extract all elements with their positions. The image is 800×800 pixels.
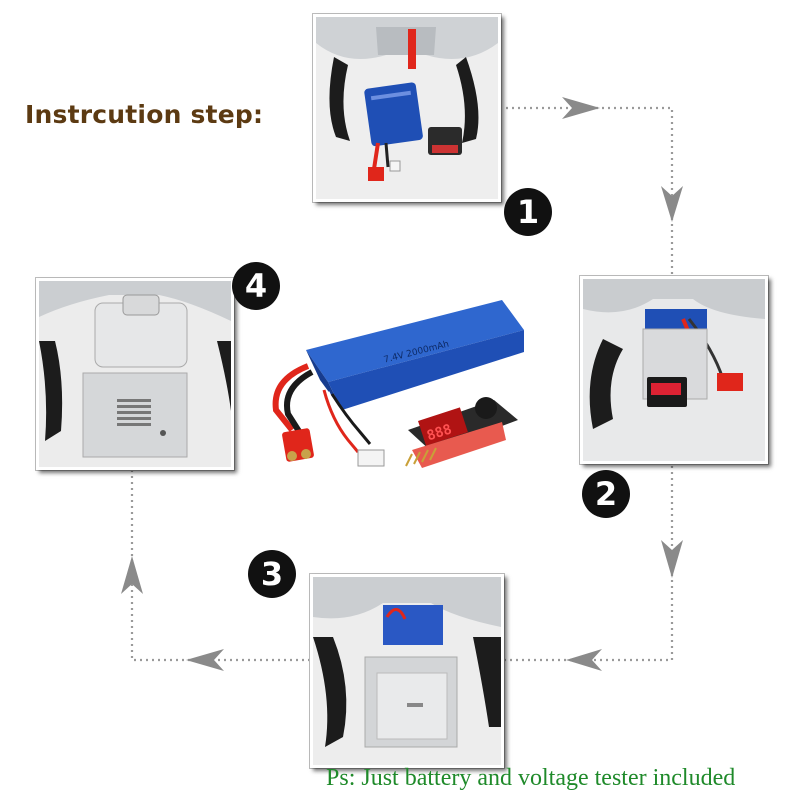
arrow-down-icon <box>661 186 683 222</box>
step-4-badge: 4 <box>232 262 280 310</box>
product-battery-and-tester: 7.4V 2000mAh 888 <box>272 300 524 468</box>
balance-plug-icon <box>357 449 385 467</box>
connector-icon <box>282 428 314 462</box>
arrow-down-icon-2 <box>661 540 683 578</box>
arrow-left-icon-2 <box>186 649 224 671</box>
step-3-photo <box>310 574 504 768</box>
arrow-left-icon <box>566 649 602 671</box>
connector-2-to-3 <box>505 466 674 662</box>
step-2-photo <box>580 276 768 464</box>
arrow-up-icon <box>121 556 143 594</box>
voltage-tester-icon: 888 <box>405 397 518 468</box>
footer-note: Ps: Just battery and voltage tester incl… <box>326 765 736 791</box>
step-2-badge: 2 <box>582 470 630 518</box>
step-4-photo <box>36 278 234 470</box>
step-1-photo <box>313 14 501 202</box>
battery-pack-icon: 7.4V 2000mAh <box>306 300 524 410</box>
step-3-badge: 3 <box>248 550 296 598</box>
tester-display: 888 <box>425 421 454 444</box>
step-1-badge: 1 <box>504 188 552 236</box>
page-title: Instrcution step: <box>25 100 264 129</box>
arrow-right-icon <box>562 97 600 119</box>
